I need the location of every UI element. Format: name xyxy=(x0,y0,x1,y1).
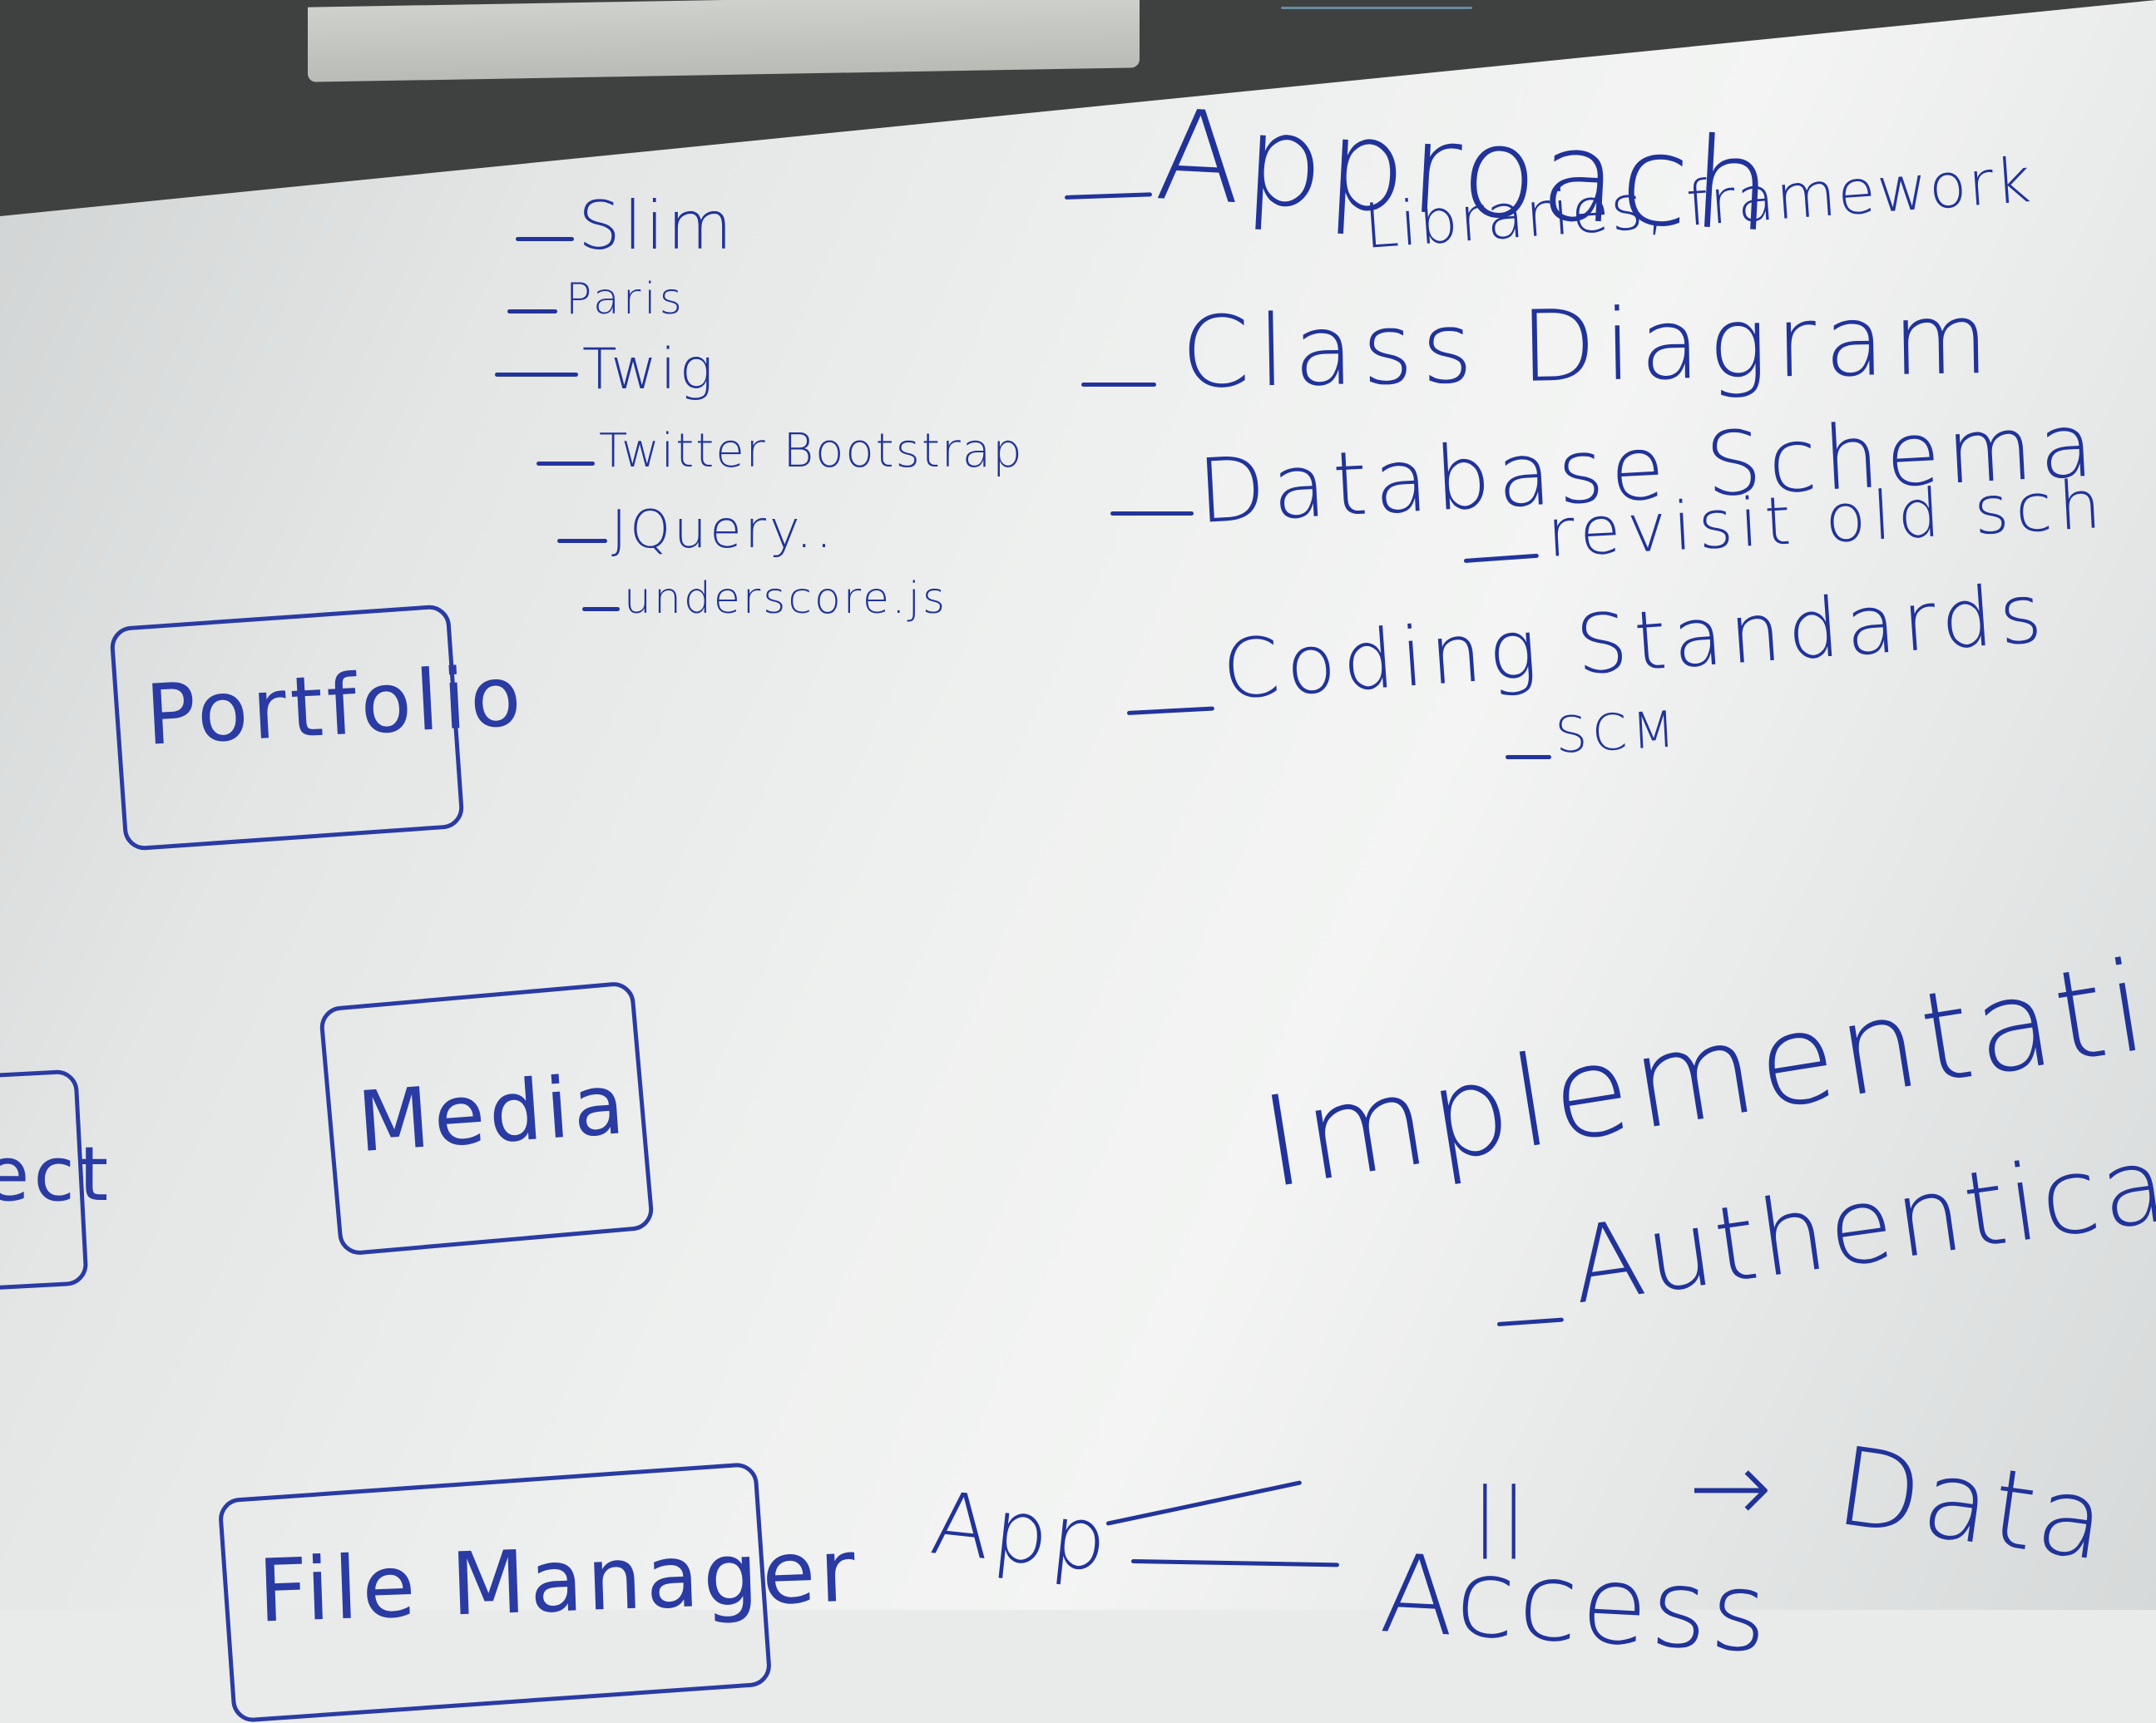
outline-class-diagram: Class Diagram xyxy=(1179,280,1998,410)
list-item-slim: Slim xyxy=(578,187,736,264)
arrow-to-data: → xyxy=(1689,1430,1776,1546)
list-item-underscore: underscore.js xyxy=(624,574,948,624)
access-mark: || xyxy=(1472,1472,1530,1559)
list-dash xyxy=(557,539,607,543)
whiteboard-surface xyxy=(0,0,2156,1610)
outline-dash xyxy=(1081,383,1156,387)
list-item-jquery: JQuery.. xyxy=(611,499,836,560)
list-dash xyxy=(582,607,620,611)
list-item-twig: Twig xyxy=(582,337,717,402)
portfolio-label: Portfolio xyxy=(143,647,528,764)
list-item-twitter-bootstrap: Twitter Bootstrap xyxy=(599,424,1024,478)
list-dash xyxy=(537,462,595,466)
outline-dash xyxy=(1506,755,1551,759)
list-dash xyxy=(495,373,578,377)
project-label-fragment: ect xyxy=(0,1131,113,1218)
list-dash xyxy=(516,237,574,241)
access-label: Access xyxy=(1377,1530,1774,1677)
app-label: App xyxy=(926,1472,1115,1592)
faint-erased-marks xyxy=(1281,7,1472,9)
list-item-paris: Paris xyxy=(566,274,685,324)
file-manager-label: File Manager xyxy=(256,1519,861,1642)
outline-dash xyxy=(1110,511,1194,516)
list-dash xyxy=(507,309,557,313)
outline-scm: SCM xyxy=(1554,700,1682,765)
media-label: Media xyxy=(354,1054,632,1172)
